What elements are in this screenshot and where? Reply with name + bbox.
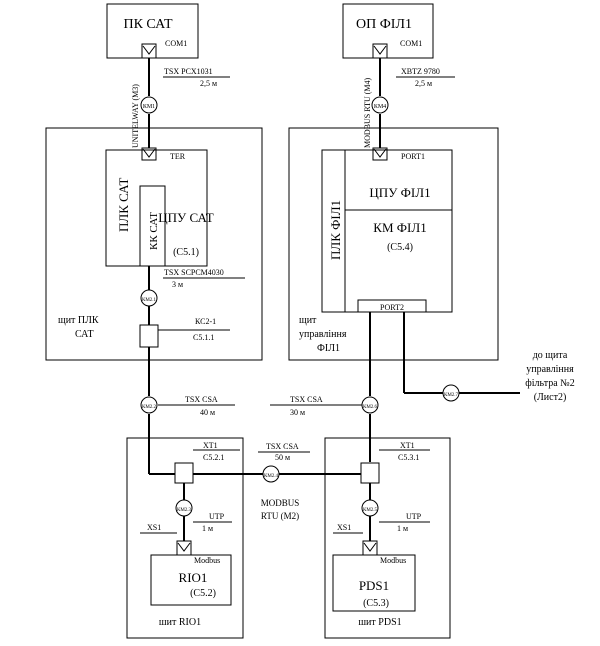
pk-sat-block: ПК САТ COM1: [106, 3, 199, 59]
km4-label: КМ4: [374, 104, 386, 110]
link-fil-pds-length: 30 м: [290, 408, 305, 417]
plc-sat-cabinet-label-2: САТ: [75, 329, 94, 340]
link-rio-pds-length: 50 м: [275, 453, 290, 462]
link-op-plc: КМ4 XBTZ 9780 2,5 м MODBUS RTU (M4): [363, 58, 455, 148]
kk-sat-label: КК САТ: [148, 212, 160, 250]
ext-text-2: управління: [526, 364, 574, 375]
pds1-xs1-label: XS1: [337, 523, 351, 532]
port1-connector: [372, 147, 388, 161]
plc-fil1-cabinet-label-3: ФІЛ1: [317, 343, 340, 354]
pds1-xt1-label: XT1: [400, 441, 415, 450]
ext-text-1: до щита: [533, 350, 568, 361]
plc-fil1-cabinet: ПЛК ФІЛ1 ЦПУ ФІЛ1 КМ ФІЛ1 (С5.4) PORT1 P…: [288, 127, 499, 361]
link-pk-length: 2,5 м: [200, 79, 217, 88]
km2-3-label: КМ2.3: [177, 508, 192, 513]
plc-fil1-title: ПЛК ФІЛ1: [328, 200, 343, 260]
plc-sat-title: ПЛК САТ: [116, 178, 131, 232]
link-sat-rio: КМ2.2 TSX CSA 40 м: [140, 347, 235, 474]
km2-7-label: КМ2.7: [444, 393, 459, 398]
link-pk-protocol: UNITELWAY (M3): [131, 84, 140, 148]
link-port2: КМ2.6 TSX CSA 30 м КМ2.7 до щита управлі…: [270, 312, 575, 462]
pds1-connector: [362, 540, 378, 556]
link-pk-plc: КМ1 TSX PCX1031 2,5 м UNITELWAY (M3): [131, 58, 230, 148]
kk-sat-box: [139, 185, 166, 267]
pk-sat-title: ПК САТ: [123, 17, 172, 32]
rio1-cable: UTP: [209, 512, 225, 521]
km2-2-label: КМ2.2: [142, 405, 157, 410]
pds1-cabinet-label: шит PDS1: [358, 617, 401, 628]
km1-label: КМ1: [143, 104, 155, 110]
rio1-cabinet: XT1 С5.2.1 КМ2.3 UTP 1 м XS1 Modbus RIO1…: [126, 437, 244, 639]
km-fil1-label: КМ ФІЛ1: [373, 220, 426, 235]
plc-fil1-cabinet-label-1: щит: [299, 315, 317, 326]
op-fil1-connector: [372, 43, 388, 59]
op-fil1-block: ОП ФІЛ1 COM1: [342, 3, 434, 59]
op-fil1-title: ОП ФІЛ1: [356, 17, 412, 32]
link-op-cable: XBTZ 9780: [401, 67, 440, 76]
pk-sat-connector: [141, 43, 157, 59]
pds1-code: (С5.3): [363, 598, 389, 609]
pds1-cable: UTP: [406, 512, 422, 521]
pds1-title: PDS1: [359, 578, 389, 593]
port2-box: [357, 299, 427, 313]
pds1-length: 1 м: [397, 524, 408, 533]
link-rio-pds-cable: TSX CSA: [266, 442, 299, 451]
op-fil1-port: COM1: [400, 39, 422, 48]
plc-sat-cabinet-label-1: щит ПЛК: [58, 315, 99, 326]
ter-port-label: TER: [170, 152, 186, 161]
rio1-xt1-code: С5.2.1: [203, 453, 224, 462]
port2-label: PORT2: [380, 303, 404, 312]
link-op-protocol: MODBUS RTU (M4): [363, 77, 372, 148]
plc-fil1-cabinet-label-2: управління: [299, 329, 347, 340]
link-fil-pds-cable: TSX CSA: [290, 395, 323, 404]
plc-sat-length: 3 м: [172, 280, 183, 289]
rio1-code: (С5.2): [190, 588, 216, 599]
rio1-cabinet-label: шит RIO1: [159, 617, 201, 628]
pds1-port-label: Modbus: [380, 556, 406, 565]
link-pk-cable: TSX PCX1031: [164, 67, 213, 76]
link-rio-pds: КМ2.4 TSX CSA 50 м MODBUS RTU (M2): [193, 442, 361, 521]
cpu-sat-label: ЦПУ САТ: [158, 210, 213, 225]
plc-sat-cabinet: ПЛК САТ КК САТ ЦПУ САТ (С5.1) TER КМ2.1 …: [45, 127, 263, 361]
rio1-port-label: Modbus: [194, 556, 220, 565]
link-op-length: 2,5 м: [415, 79, 432, 88]
pk-sat-port: COM1: [165, 39, 187, 48]
km2-5-label: КМ2.5: [363, 508, 378, 513]
kc2-1-code: С5.1.1: [193, 333, 214, 342]
rio1-title: RIO1: [179, 570, 208, 585]
cpu-sat-code: (С5.1): [173, 247, 199, 258]
km2-1-label: КМ2.1: [142, 298, 157, 303]
rio1-xt1-label: XT1: [203, 441, 218, 450]
pds1-xt1-code: С5.3.1: [398, 453, 419, 462]
cpu-fil1-label: ЦПУ ФІЛ1: [369, 185, 430, 200]
rio1-connector: [176, 540, 192, 556]
link-rio-pds-protocol-1: MODBUS: [261, 498, 300, 508]
rio1-xt1-box: [174, 462, 194, 484]
km2-4-label: КМ2.4: [264, 474, 279, 479]
ter-connector: [141, 147, 157, 161]
km-fil1-code: (С5.4): [387, 242, 413, 253]
rio1-length: 1 м: [202, 524, 213, 533]
ext-text-3: фільтра №2: [525, 378, 574, 389]
link-sat-rio-length: 40 м: [200, 408, 215, 417]
kc2-1-label: КС2-1: [195, 317, 216, 326]
km2-6-label: КМ2.6: [363, 405, 378, 410]
pds1-cabinet: XT1 С5.3.1 КМ2.5 UTP 1 м XS1 Modbus PDS1…: [324, 437, 451, 639]
link-rio-pds-protocol-2: RTU (M2): [261, 511, 299, 521]
pds1-xt1-box: [360, 462, 380, 484]
port1-label: PORT1: [401, 152, 425, 161]
kc2-1-box: [139, 324, 159, 348]
ext-text-4: (Лист2): [534, 392, 567, 403]
plc-sat-cable: TSX SCPCM4030: [164, 268, 224, 277]
rio1-xs1-label: XS1: [147, 523, 161, 532]
link-sat-rio-cable: TSX CSA: [185, 395, 218, 404]
